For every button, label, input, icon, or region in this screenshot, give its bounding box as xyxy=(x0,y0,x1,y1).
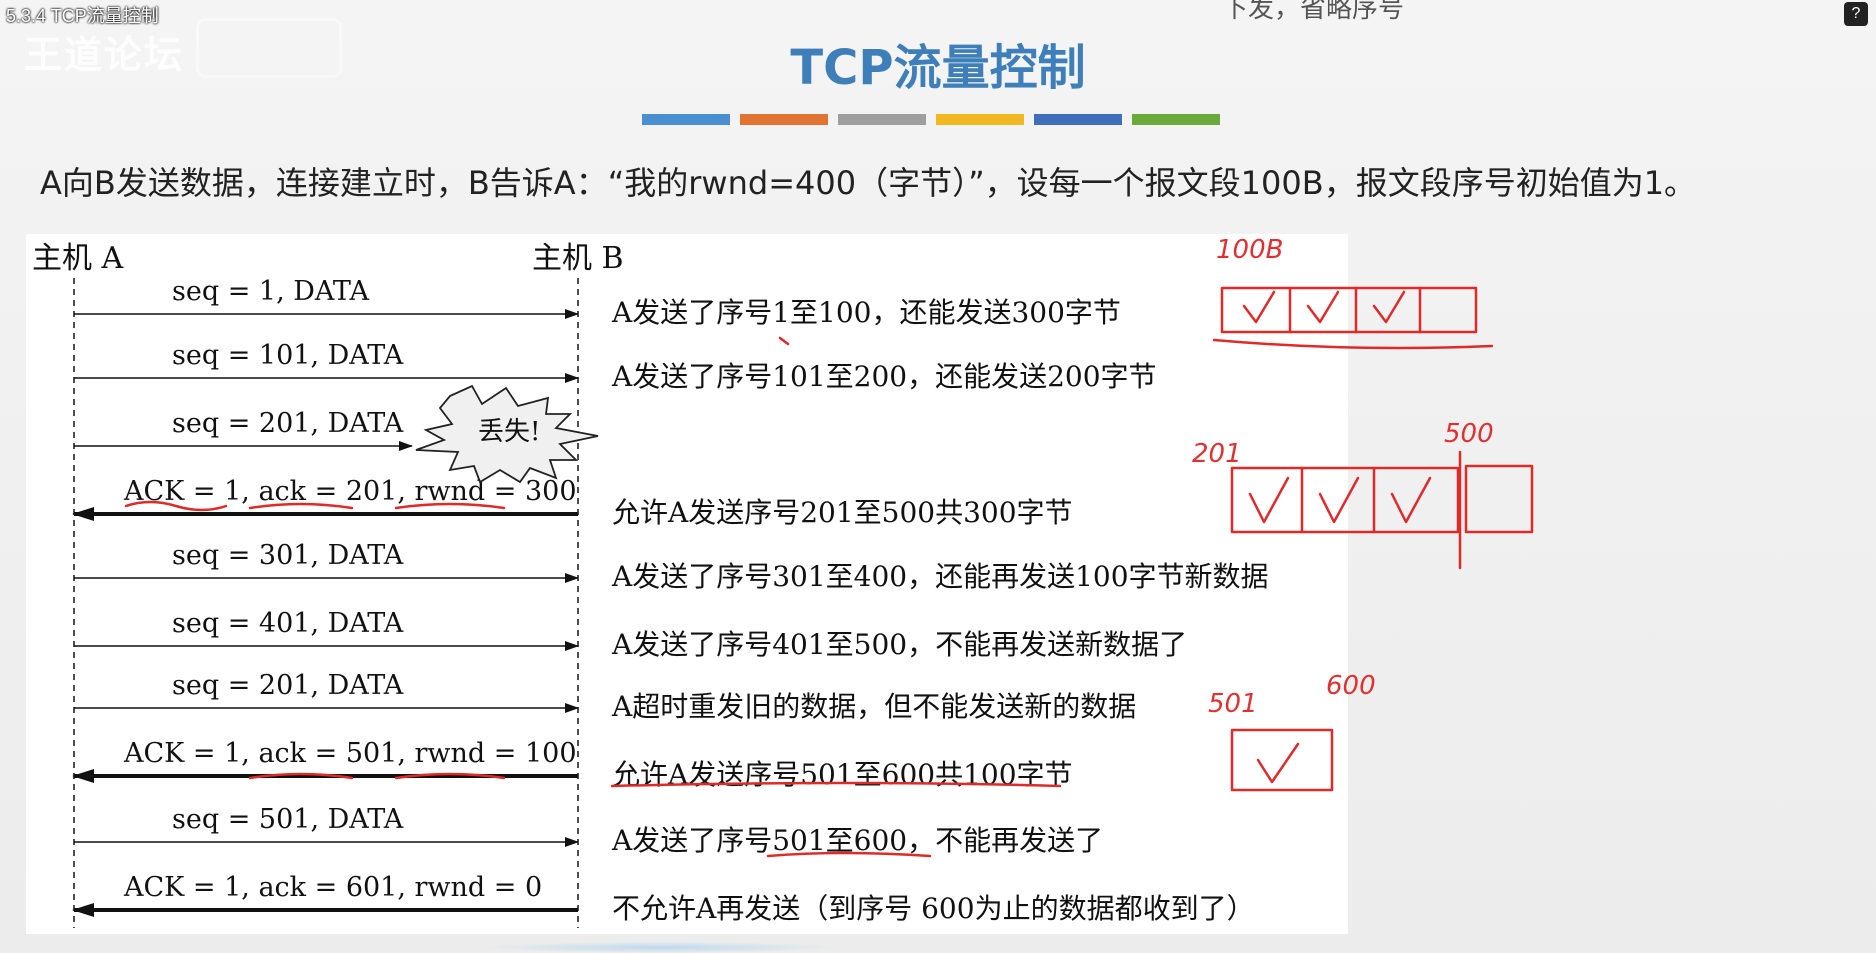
host-b-label: 主机 B xyxy=(532,241,624,276)
color-bar xyxy=(838,114,926,125)
color-bar xyxy=(740,114,828,125)
annotation-501: 501 xyxy=(1208,689,1258,719)
intro-text: A向B发送数据，连接建立时，B告诉A：“我的rwnd=400（字节）”，设每一个… xyxy=(40,164,1697,202)
message-label: seq = 201, DATA xyxy=(172,670,404,701)
message-note: A发送了序号1至100，还能发送300字节 xyxy=(611,296,1121,329)
check-mark xyxy=(1372,290,1406,324)
check-mark xyxy=(1306,290,1340,324)
annotation-100b: 100B xyxy=(1216,235,1283,265)
message-label: ACK = 1, ack = 201, rwnd = 300 xyxy=(123,476,577,507)
ink-underline xyxy=(248,772,354,780)
color-bar xyxy=(642,114,730,125)
color-bar xyxy=(1034,114,1122,125)
ink-underline xyxy=(248,502,354,510)
message-list: seq = 1, DATA A发送了序号1至100，还能发送300字节 seq = … xyxy=(72,276,1269,925)
previous-slide-fragment: 下发，省略序号 xyxy=(1222,0,1405,24)
message-label: seq = 1, DATA xyxy=(172,276,369,307)
message-label: ACK = 1, ack = 501, rwnd = 100 xyxy=(123,738,577,769)
handwritten-annotations: 100B 201 500 501 600 xyxy=(124,235,1534,858)
watermark-logo xyxy=(196,18,342,78)
window-box-1 xyxy=(1220,286,1478,334)
message-label: seq = 301, DATA xyxy=(172,540,404,571)
bottom-decoration xyxy=(480,942,840,953)
ink-underline xyxy=(766,851,932,858)
annotation-500: 500 xyxy=(1444,419,1494,449)
message-note: 不允许A再发送（到序号 600为止的数据都收到了） xyxy=(612,892,1255,925)
message-label: seq = 101, DATA xyxy=(172,340,404,371)
watermark: 王道论坛 xyxy=(24,33,185,77)
message-label: seq = 501, DATA xyxy=(172,804,404,835)
message-label: seq = 401, DATA xyxy=(172,608,404,639)
ink-underline xyxy=(610,781,1062,788)
window-box-3 xyxy=(1230,728,1334,792)
window-box-2 xyxy=(1230,466,1460,534)
ink-underline xyxy=(124,500,228,512)
sequence-diagram-panel xyxy=(26,234,1348,934)
check-mark xyxy=(1390,476,1432,524)
annotation-201: 201 xyxy=(1192,439,1242,469)
message-note: A发送了序号301至400，还能再发送100字节新数据 xyxy=(611,560,1269,593)
message-label: seq = 201, DATA xyxy=(172,408,404,439)
lost-label: 丢失! xyxy=(478,417,540,447)
help-button[interactable]: ? xyxy=(1844,2,1868,26)
annotation-600: 600 xyxy=(1326,671,1376,701)
check-mark xyxy=(1256,742,1300,784)
check-mark xyxy=(1318,476,1360,524)
host-a-label: 主机 A xyxy=(32,241,124,276)
ink-underline xyxy=(394,772,506,780)
check-mark xyxy=(1248,476,1290,524)
message-note: A发送了序号401至500，不能再发送新数据了 xyxy=(611,628,1187,661)
message-note: A超时重发旧的数据，但不能发送新的数据 xyxy=(611,690,1136,723)
ink-underline xyxy=(394,502,506,510)
message-label: ACK = 1, ack = 601, rwnd = 0 xyxy=(123,872,542,903)
lost-starburst: 丢失! xyxy=(415,384,599,484)
message-note: A发送了序号101至200，还能发送200字节 xyxy=(611,360,1157,393)
message-note: 允许A发送序号501至600共100字节 xyxy=(612,758,1073,791)
slide-title: TCP流量控制 xyxy=(790,40,1086,96)
ink-underline xyxy=(1212,338,1494,350)
ink-mark xyxy=(778,336,790,346)
check-mark xyxy=(1242,290,1276,324)
message-note: A发送了序号501至600，不能再发送了 xyxy=(611,824,1103,857)
video-title: 5.3.4 TCP流量控制 xyxy=(6,6,159,26)
title-color-bars xyxy=(642,114,1220,125)
window-box-extra xyxy=(1464,464,1534,534)
message-note: 允许A发送序号201至500共300字节 xyxy=(612,496,1073,529)
color-bar xyxy=(936,114,1024,125)
color-bar xyxy=(1132,114,1220,125)
